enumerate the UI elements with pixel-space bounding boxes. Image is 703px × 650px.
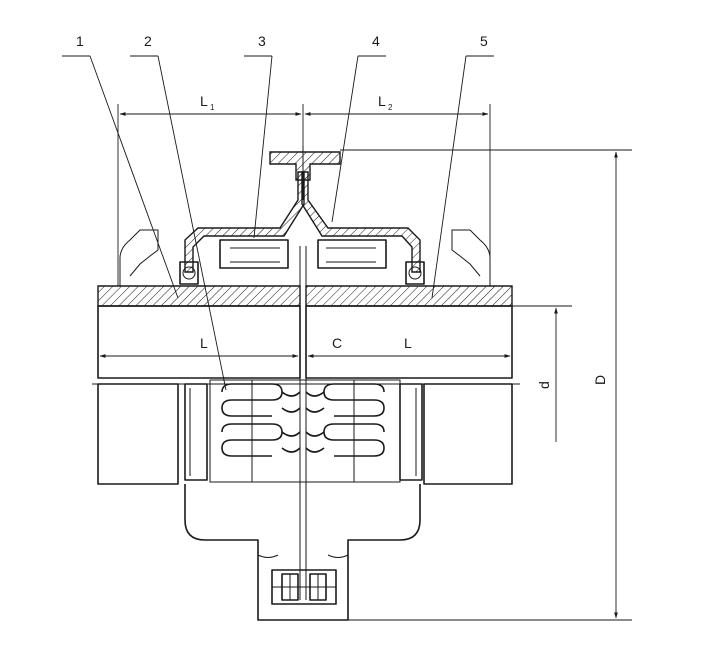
right-hub-flange <box>305 285 513 307</box>
left-hub <box>97 305 301 379</box>
callout-4: 4 <box>331 33 386 223</box>
left-cover-outline <box>119 229 159 286</box>
shroud-break <box>257 540 349 558</box>
cover-left <box>184 171 305 273</box>
right-seal <box>405 261 425 285</box>
cover-top-flange <box>269 146 341 200</box>
callout-5: 5 <box>431 33 494 299</box>
cover-right <box>301 171 421 273</box>
c-label: C <box>332 335 342 351</box>
svg-text:4: 4 <box>372 33 380 49</box>
callout-1: 1 <box>62 33 179 299</box>
right-hub-lower <box>399 383 513 485</box>
D-label: D <box>592 375 608 385</box>
callout-3: 3 <box>244 33 273 239</box>
bolt-assembly <box>271 569 337 605</box>
l2-label: L <box>378 93 386 109</box>
lower-shroud <box>184 484 421 621</box>
svg-text:5: 5 <box>480 33 488 49</box>
l1-subscript: 1 <box>210 103 215 112</box>
l1-label: L <box>200 93 208 109</box>
left-seal <box>179 261 199 285</box>
l2-subscript: 2 <box>388 103 393 112</box>
callout-2: 2 <box>130 33 227 391</box>
svg-text:1: 1 <box>76 33 84 49</box>
left-hub-flange <box>97 285 301 307</box>
l-right-label: L <box>404 335 412 351</box>
svg-text:2: 2 <box>144 33 152 49</box>
svg-text:3: 3 <box>258 33 266 49</box>
left-hub-lower <box>97 383 208 485</box>
right-cover-outline <box>451 229 491 286</box>
grid-spring <box>209 379 401 483</box>
d-label: d <box>536 381 552 389</box>
l-left-label: L <box>200 335 208 351</box>
